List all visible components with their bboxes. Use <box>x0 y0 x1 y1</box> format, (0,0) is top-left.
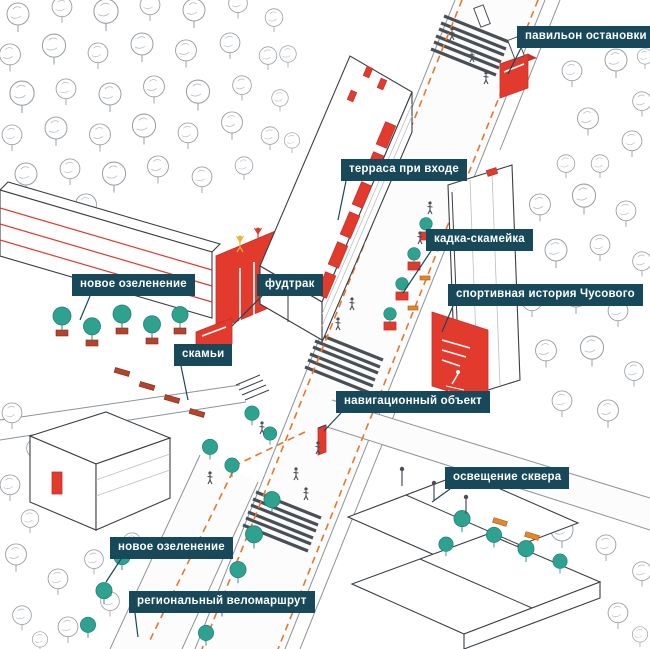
callout-new-greenery-top: новое озеленение <box>72 274 195 296</box>
left-residential-building <box>0 181 222 319</box>
callout-entrance-terrace: терраса при входе <box>341 159 467 181</box>
orange-benches <box>492 517 540 541</box>
callout-label: региональный веломаршрут <box>137 595 307 607</box>
callout-bus-stop-pavilion: павильон остановки <box>517 26 650 48</box>
callout-benches: скамьи <box>174 344 233 366</box>
callout-label: навигационный объект <box>344 395 482 407</box>
center-building <box>259 55 413 343</box>
park-benches <box>113 367 206 418</box>
callout-food-truck: фудтрак <box>257 274 323 296</box>
callout-label: новое озеленение <box>118 541 225 553</box>
callout-label: освещение сквера <box>453 471 562 483</box>
callout-label: скамьи <box>182 348 225 360</box>
callout-label: спортивная история Чусового <box>456 288 635 300</box>
callout-planter-bench: кадка-скамейка <box>426 229 533 251</box>
callout-label: терраса при входе <box>349 163 459 175</box>
callout-new-greenery-bottom: новое озеленение <box>110 537 233 559</box>
street-terraces <box>315 121 397 299</box>
crosswalk-middle <box>304 332 384 395</box>
callout-label: кадка-скамейка <box>434 233 525 245</box>
plaza-stairs <box>235 374 270 401</box>
callout-square-lighting: освещение сквера <box>445 467 570 489</box>
callout-label: новое озеленение <box>80 278 187 290</box>
callout-label: павильон остановки <box>525 30 647 42</box>
callout-regional-bike-route: региональный веломаршрут <box>129 591 315 613</box>
callout-label: фудтрак <box>265 278 315 290</box>
leader-lines <box>79 47 522 638</box>
callout-sport-history: спортивная история Чусового <box>448 284 643 306</box>
bottom-left-building <box>28 411 172 531</box>
new-greenery-teal-trees <box>52 304 568 647</box>
crosswalk-top <box>430 14 510 77</box>
callout-navigation-object: навигационный объект <box>336 391 490 413</box>
